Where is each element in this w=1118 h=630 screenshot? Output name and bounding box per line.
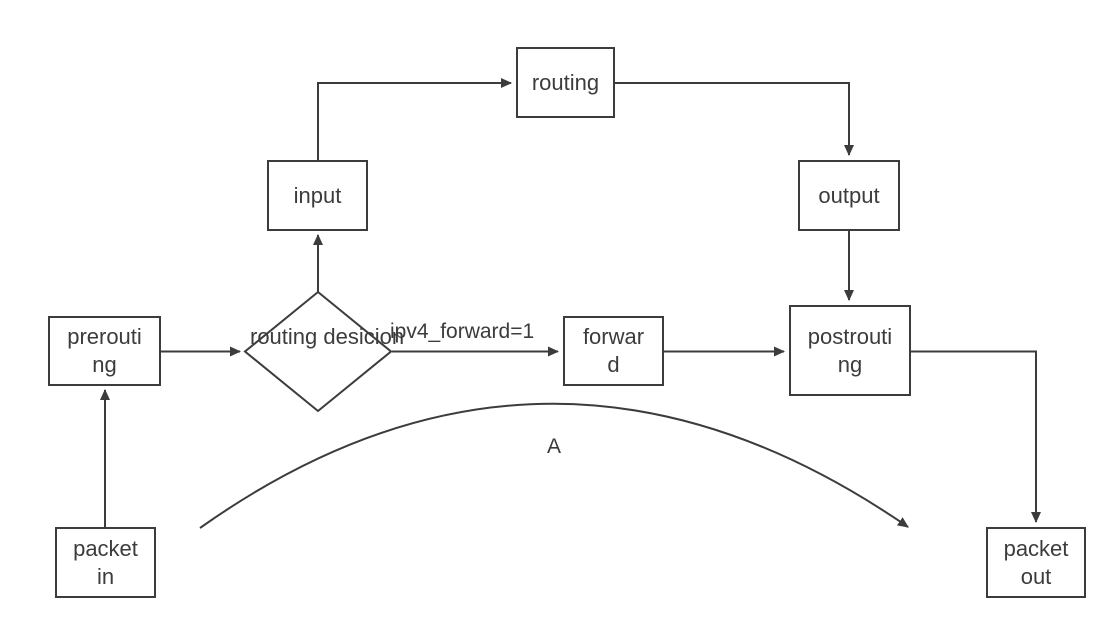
node-packet-in-label-line2: in (96, 563, 115, 589)
node-packet-out-label-line1: packet (1003, 535, 1069, 561)
node-routing-decision-shape (243, 290, 393, 413)
node-routing-decision-label: routing desicion (250, 322, 404, 351)
node-postrouting: postrouti ng (789, 305, 911, 396)
node-routing-decision-label-line2: desicion (323, 324, 405, 349)
node-forward: forwar d (563, 316, 664, 386)
node-prerouting: prerouti ng (48, 316, 161, 386)
node-routing: routing (516, 47, 615, 118)
node-packet-out-label-line2: out (1020, 563, 1052, 589)
node-packet-in-label-line1: packet (73, 535, 138, 561)
node-packet-in: packet in (55, 527, 156, 598)
edge-label-ipv4-forward: ipv4_forward=1 (390, 320, 535, 343)
edge-arc-bypass (199, 402, 909, 529)
node-input: input (267, 160, 368, 231)
edge-input-to-routing (317, 78, 512, 160)
node-packet-out: packet out (986, 527, 1086, 598)
node-forward-label-line2: d (607, 352, 620, 377)
node-forward-label-line1: forwar (582, 324, 645, 349)
node-routing-decision-label-line1: routing (250, 324, 318, 349)
edge-postrouting-to-packet-out (911, 350, 1041, 523)
node-output-label: output (818, 182, 880, 208)
node-prerouting-label-line2: ng (92, 352, 117, 377)
edge-label-arc-a: A (546, 435, 561, 458)
node-prerouting-label-line1: prerouti (67, 324, 142, 349)
node-input-label: input (293, 182, 342, 208)
node-routing-label: routing (531, 69, 600, 95)
node-postrouting-label-line1: postrouti (807, 323, 893, 349)
edge-routing-to-output (615, 82, 854, 156)
node-output: output (798, 160, 900, 231)
node-postrouting-label-line2: ng (837, 351, 863, 377)
